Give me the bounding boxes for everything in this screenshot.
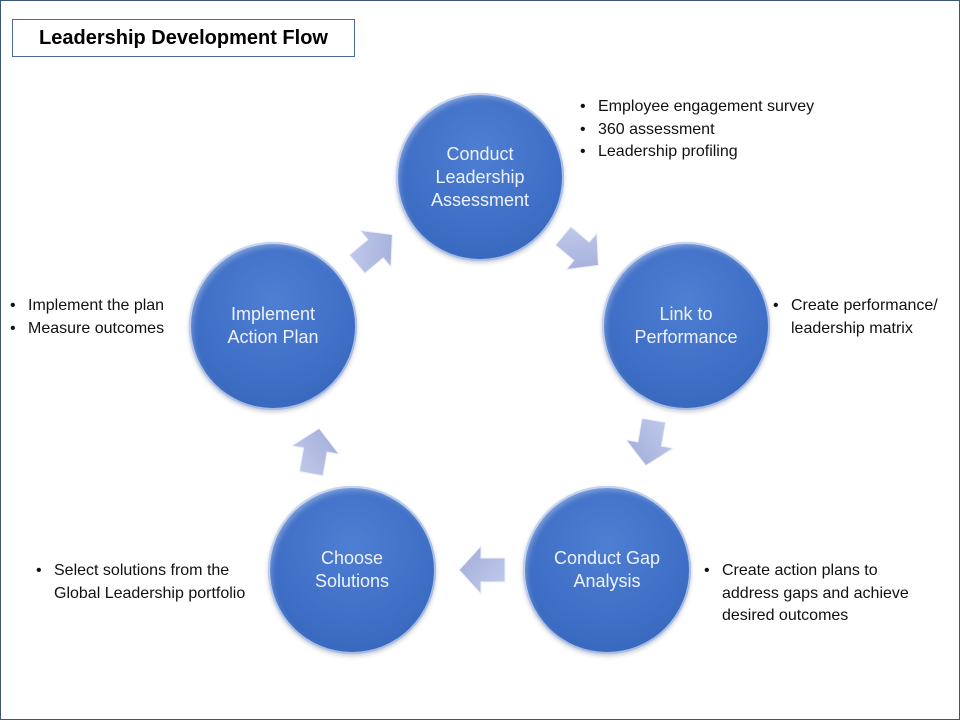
arrow-down-icon	[624, 417, 675, 467]
diagram-title: Leadership Development Flow	[12, 19, 355, 57]
note-item: Create performance/ leadership matrix	[771, 295, 959, 340]
arrow-left-icon	[458, 544, 506, 596]
step-link-to-performance: Link to Performance	[602, 242, 770, 410]
arrow-down-right-icon	[554, 225, 599, 271]
note-item: Employee engagement survey	[578, 96, 858, 119]
step-label: Conduct Gap Analysis	[553, 548, 661, 591]
step-label: Link to Performance	[634, 304, 738, 347]
step-conduct-leadership-assessment: Conduct Leadership Assessment	[396, 93, 564, 261]
step-label: Implement Action Plan	[227, 304, 319, 347]
note-item: Leadership profiling	[578, 141, 858, 164]
note-item: Implement the plan	[8, 295, 193, 318]
step-label: Choose Solutions	[314, 548, 390, 591]
notes-choose-solutions: Select solutions from the Global Leaders…	[34, 560, 274, 605]
arrow-up-right-icon	[348, 229, 393, 275]
step-conduct-gap-analysis: Conduct Gap Analysis	[523, 486, 691, 654]
arrow-up-icon	[290, 427, 341, 477]
step-choose-solutions: Choose Solutions	[268, 486, 436, 654]
note-item: Create action plans to address gaps and …	[702, 560, 927, 628]
note-item: Select solutions from the Global Leaders…	[34, 560, 274, 605]
note-item: 360 assessment	[578, 119, 858, 142]
notes-link-to-performance: Create performance/ leadership matrix	[771, 295, 959, 340]
step-implement-action-plan: Implement Action Plan	[189, 242, 357, 410]
note-item: Measure outcomes	[8, 318, 193, 341]
step-label: Conduct Leadership Assessment	[430, 143, 530, 210]
notes-gap-analysis: Create action plans to address gaps and …	[702, 560, 927, 628]
notes-assessment: Employee engagement survey 360 assessmen…	[578, 96, 858, 164]
notes-implement-action-plan: Implement the plan Measure outcomes	[8, 295, 193, 340]
